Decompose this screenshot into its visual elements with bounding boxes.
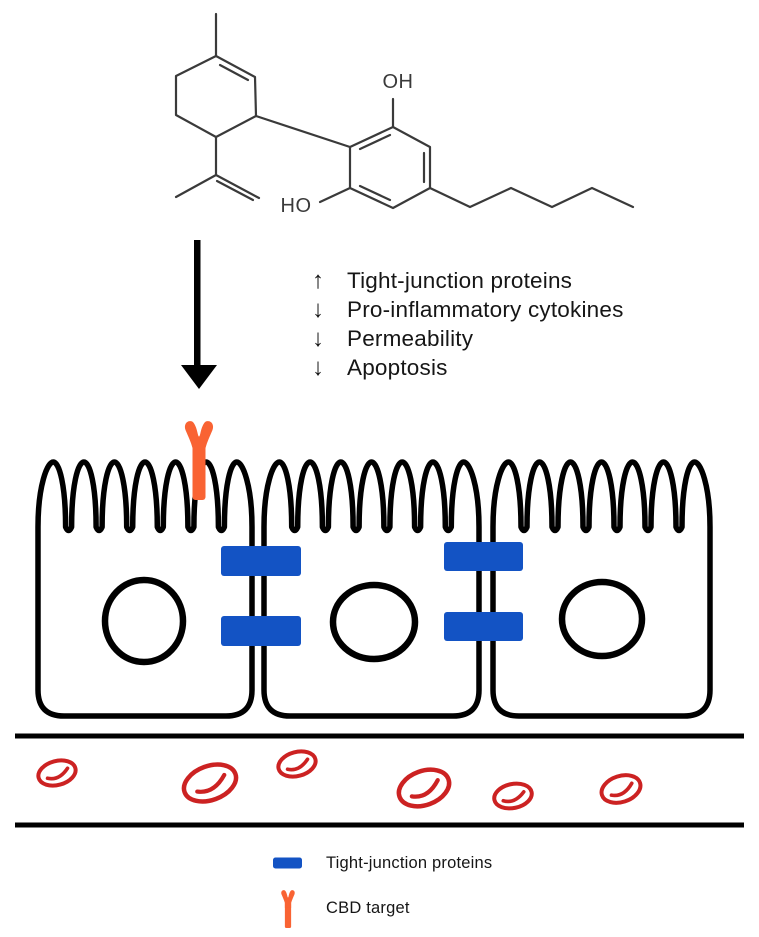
rbc-outline [181, 762, 239, 804]
tight-junction-bar-icon [267, 855, 311, 871]
legend-label: Tight-junction proteins [326, 853, 493, 872]
ring-link-bond [254, 114, 352, 149]
hydroxyl-label-left: HO [280, 195, 312, 217]
effect-item: ↑ Tight-junction proteins [312, 266, 624, 295]
tight-junction-bar [444, 612, 523, 641]
effects-list: ↑ Tight-junction proteins ↓ Pro-inflamma… [312, 266, 624, 382]
red-blood-cell [276, 749, 318, 779]
down-arrow [181, 240, 217, 389]
cbd-target-icon [267, 884, 311, 932]
aromatic-ring [348, 125, 432, 210]
cannabidiol-structure [174, 12, 635, 210]
rbc-crescent [285, 757, 310, 772]
rbc-crescent [45, 766, 70, 781]
rbc-outline [492, 781, 534, 811]
down-arrow-icon: ↓ [312, 353, 324, 381]
legend-item: Tight-junction proteins [267, 842, 492, 884]
red-blood-cells [36, 749, 643, 811]
terpene-ring [174, 54, 258, 139]
cell-nucleus [558, 578, 646, 660]
hydroxyl-bond-left [318, 186, 352, 204]
effect-label: Apoptosis [347, 354, 448, 380]
effect-item: ↓ Pro-inflammatory cytokines [312, 295, 624, 324]
aromatic-double-bonds [358, 133, 426, 202]
rbc-outline [396, 767, 452, 809]
effect-label: Tight-junction proteins [347, 267, 573, 293]
blood-vessel [15, 733, 744, 828]
rbc-crescent [501, 789, 526, 804]
red-blood-cell [396, 767, 452, 809]
tight-junction-bar [221, 546, 301, 576]
legend-item: CBD target [267, 884, 492, 932]
isopropenyl-group [174, 135, 261, 200]
red-blood-cell [181, 762, 239, 804]
cell-nucleus [329, 581, 419, 663]
red-blood-cell [36, 758, 78, 788]
cell-nucleus [101, 576, 187, 666]
effect-item: ↓ Permeability [312, 324, 624, 353]
legend-label: CBD target [326, 898, 410, 917]
effect-label: Pro-inflammatory cytokines [347, 296, 624, 322]
rbc-outline [276, 749, 318, 779]
isopropenyl-double-bond [215, 179, 255, 202]
rbc-crescent [609, 781, 634, 798]
down-arrow-icon: ↓ [312, 324, 324, 352]
rbc-outline [36, 758, 78, 788]
down-arrow-icon: ↓ [312, 295, 324, 323]
red-blood-cell [599, 773, 643, 805]
rbc-crescent [195, 772, 227, 794]
tight-junction-bar [444, 542, 523, 571]
effect-item: ↓ Apoptosis [312, 353, 624, 382]
terpene-ring-double-bond [218, 63, 250, 82]
rbc-outline [599, 773, 643, 805]
rbc-crescent [409, 778, 440, 799]
hydroxyl-label-top: OH [382, 71, 414, 93]
up-arrow-icon: ↑ [312, 266, 324, 294]
red-blood-cell [492, 781, 534, 811]
legend: Tight-junction proteins CBD target [267, 842, 492, 932]
pentyl-chain [428, 186, 635, 209]
tight-junction-bar [221, 616, 301, 646]
effect-label: Permeability [347, 325, 474, 351]
